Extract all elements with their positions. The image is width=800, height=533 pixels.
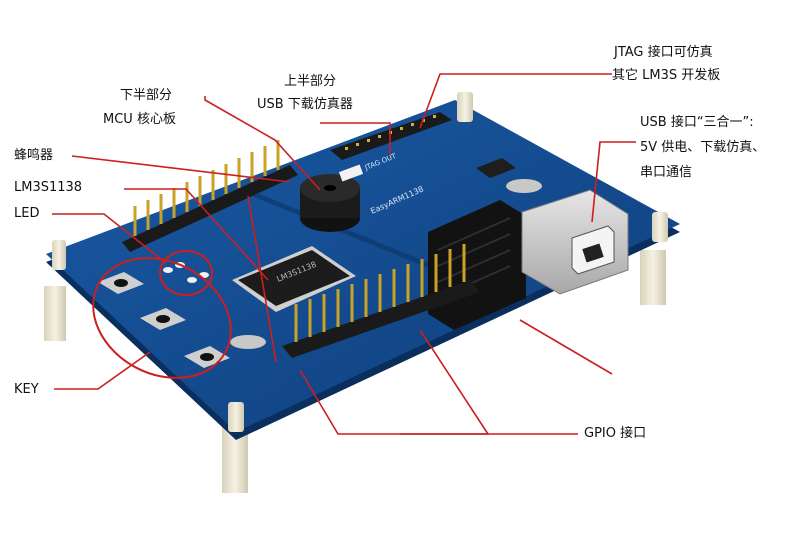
- label-usb-line3: 串口通信: [640, 165, 693, 180]
- led-callout-circle: [159, 250, 213, 296]
- mid-divider-line: [247, 195, 277, 363]
- standoff-top-front: [228, 402, 244, 432]
- key-1: [98, 272, 144, 294]
- key-line: [54, 351, 151, 390]
- jtag-line: [419, 73, 612, 129]
- gpio-pin-header: [282, 244, 480, 358]
- gpio-line-2: [400, 329, 490, 435]
- key-callout-circle: [92, 257, 232, 379]
- led-line: [52, 213, 167, 264]
- buzzer-line: [71, 155, 291, 183]
- lower-half-line: [204, 96, 321, 191]
- usb-line: [591, 141, 636, 223]
- callout-circles: [92, 250, 232, 379]
- label-led: LED: [14, 206, 40, 221]
- standoff-top-right: [652, 212, 668, 242]
- standoff-front-left: [44, 286, 66, 341]
- label-lower-half-line2: MCU 核心板: [103, 112, 176, 127]
- label-key: KEY: [14, 382, 39, 397]
- upper-half-line: [320, 122, 391, 155]
- label-gpio: GPIO 接口: [584, 426, 647, 441]
- gpio-line-3: [519, 319, 613, 375]
- mcu-chip: LM3S1138: [232, 246, 356, 312]
- standoff-right: [640, 250, 666, 305]
- upper-left-pin-header: [122, 140, 298, 252]
- chip-line: [124, 188, 269, 281]
- gpio-line-1: [299, 369, 578, 435]
- label-buzzer: 蜂鸣器: [14, 148, 54, 163]
- crystal-top: [506, 179, 542, 193]
- standoff-top-back: [457, 92, 473, 122]
- standoff-top-left: [52, 240, 66, 270]
- label-usb-line1: USB 接口“三合一”:: [640, 115, 754, 130]
- label-chip: LM3S1138: [14, 180, 83, 195]
- standoffs-lower: [44, 250, 666, 493]
- standoffs-upper: [52, 92, 668, 432]
- label-jtag-line2: 其它 LM3S 开发板: [612, 68, 721, 83]
- label-upper-half-line2: USB 下载仿真器: [257, 97, 353, 112]
- key-buttons: [98, 272, 230, 368]
- crystal-bottom: [230, 335, 266, 349]
- callout-lines: [52, 73, 636, 435]
- key-3: [184, 346, 230, 368]
- label-jtag-line1: JTAG 接口可仿真: [614, 45, 713, 60]
- key-2: [140, 308, 186, 330]
- buzzer: [300, 164, 364, 232]
- label-lower-half-line1: 下半部分: [120, 88, 173, 103]
- label-usb-line2: 5V 供电、下载仿真、: [640, 140, 766, 155]
- label-upper-half-line1: 上半部分: [284, 74, 337, 89]
- usb-connector: [521, 189, 629, 295]
